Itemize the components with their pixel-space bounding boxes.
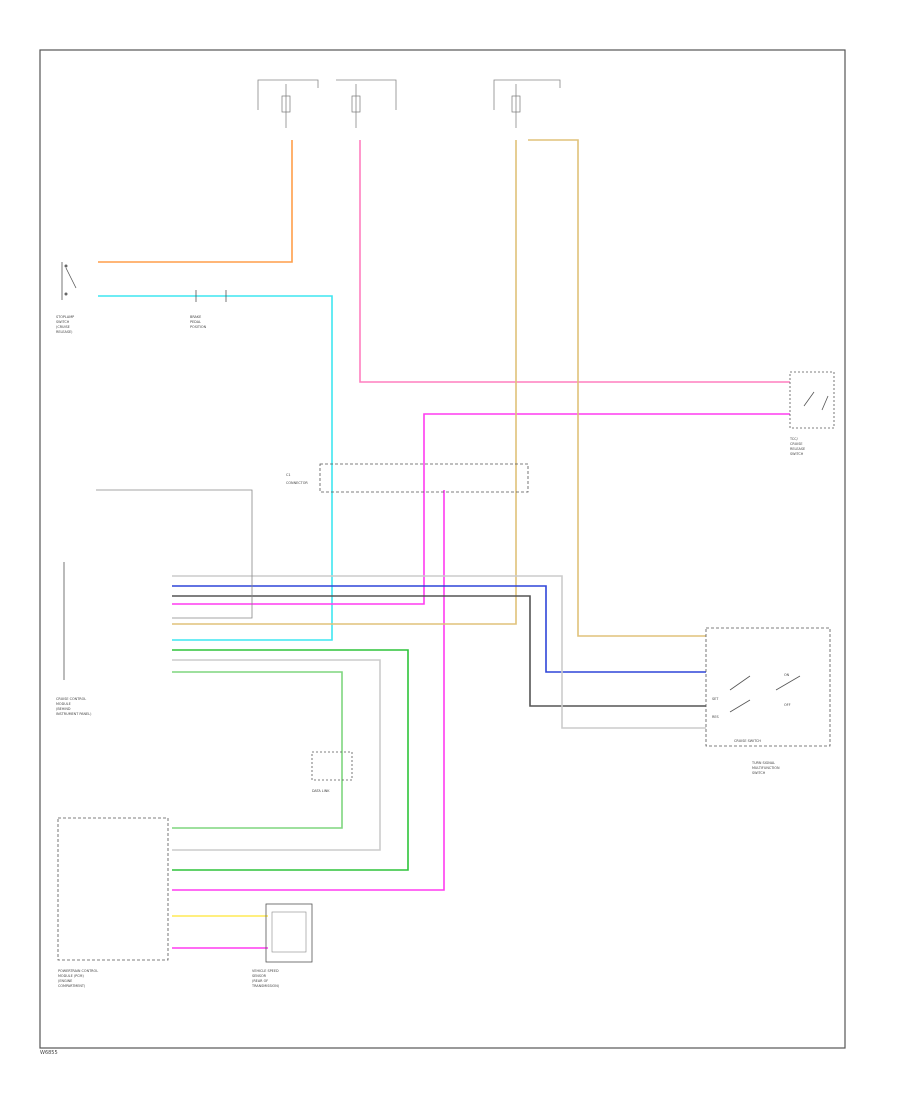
svg-text:SWITCH: SWITCH [752,771,766,775]
powertrain-control-module: POWERTRAIN CONTROL MODULE (PCM) (ENGINE … [57,817,169,988]
svg-text:(BEHIND: (BEHIND [56,707,71,711]
svg-text:(REAR OF: (REAR OF [252,979,268,983]
center-connector: C1 CONNECTOR [286,463,529,493]
svg-text:MODULE: MODULE [56,702,71,706]
svg-text:CONNECTOR: CONNECTOR [286,481,308,485]
svg-text:MULTIFUNCTION: MULTIFUNCTION [752,766,780,770]
light-gray-wire [172,575,706,729]
green-wire [172,649,409,871]
light-gray-wire-lower [172,659,381,851]
svg-text:C1: C1 [286,473,291,477]
svg-text:CRUISE: CRUISE [790,442,803,446]
stoplamp-switch: STOPLAMP SWITCH (CRUISE RELEASE) [56,262,77,334]
svg-text:TCC/: TCC/ [789,437,799,441]
svg-text:CRUISE SWITCH: CRUISE SWITCH [734,739,761,743]
fuse-block-right [493,79,561,128]
tan-wire [172,140,517,625]
svg-text:RES: RES [712,715,719,719]
cyan-wire [98,295,333,641]
svg-text:SWITCH: SWITCH [790,452,804,456]
svg-text:PEDAL: PEDAL [190,320,201,324]
svg-text:VEHICLE SPEED: VEHICLE SPEED [252,969,279,973]
gray-wire-short [96,489,253,619]
svg-text:POWERTRAIN CONTROL: POWERTRAIN CONTROL [58,969,98,973]
light-green-wire [172,671,343,829]
orange-wire [98,140,293,263]
magenta-wire-lower [172,490,445,891]
svg-text:POSITION: POSITION [190,325,207,329]
inline-sensor: BRAKE PEDAL POSITION [190,290,227,329]
magenta-wire [172,413,790,605]
svg-text:TURN SIGNAL: TURN SIGNAL [751,761,775,765]
svg-text:OFF: OFF [784,703,791,707]
svg-text:SET: SET [712,697,719,701]
svg-text:(ENGINE: (ENGINE [58,979,72,983]
svg-text:SWITCH: SWITCH [56,320,70,324]
svg-text:STOPLAMP: STOPLAMP [56,315,74,319]
svg-text:TRANSMISSION): TRANSMISSION) [251,984,280,988]
svg-text:ON: ON [784,673,790,677]
svg-text:INSTRUMENT PANEL): INSTRUMENT PANEL) [56,712,92,716]
vehicle-speed-sensor: VEHICLE SPEED SENSOR (REAR OF TRANSMISSI… [251,903,313,988]
svg-text:MODULE (PCM): MODULE (PCM) [58,974,84,978]
fuse-block-left [257,79,397,128]
svg-text:BRAKE: BRAKE [190,315,201,319]
svg-text:CRUISE CONTROL: CRUISE CONTROL [56,697,86,701]
svg-text:DATA LINK: DATA LINK [312,789,330,793]
pink-wire [359,140,790,383]
svg-text:RELEASE): RELEASE) [56,330,73,334]
brake-switch: TCC/ CRUISE RELEASE SWITCH [789,371,835,456]
svg-text:SENSOR: SENSOR [252,974,267,978]
cruise-control-module: CRUISE CONTROL MODULE (BEHIND INSTRUMENT… [56,562,92,716]
blue-wire [172,585,706,673]
svg-text:COMPARTMENT): COMPARTMENT) [58,984,86,988]
dark-gray-wire [172,595,706,707]
svg-text:RELEASE: RELEASE [790,447,805,451]
cruise-control-switch: SET RES OFF ON CRUISE SWITCH TURN SIGNAL… [705,627,831,775]
vehicle-speed-relay: DATA LINK [311,751,353,793]
svg-text:(CRUISE: (CRUISE [56,325,70,329]
tan-wire-switch [528,139,706,637]
diagram-frame [39,49,846,1049]
footer-code: W6855 [40,1050,58,1056]
